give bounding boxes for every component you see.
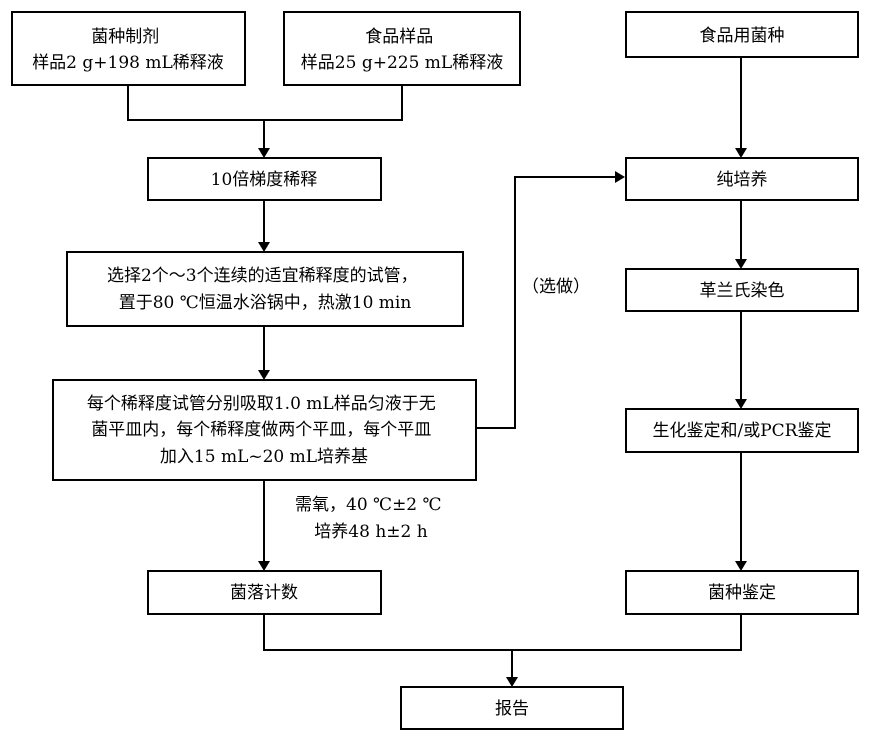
connectors [127, 57, 742, 679]
node-labels: 菌种制剂 样品2 g+198 mL稀释液 食品样品 样品25 g+225 mL稀… [32, 26, 831, 719]
label-line: 食品用菌种 [700, 26, 785, 46]
label-bacterial-prep: 菌种制剂 样品2 g+198 mL稀释液 [32, 27, 224, 73]
label-line: 10倍梯度稀释 [211, 170, 318, 190]
arrowhead-gram [735, 259, 747, 269]
label-line: 食品样品 [365, 27, 433, 47]
connector-plating-to-purification [476, 176, 617, 429]
connector-prep-to-merge [127, 85, 264, 121]
arrowhead-purification-left [615, 171, 625, 183]
edge-label-incubation: 需氧，40 ℃±2 ℃ 培养48 h±2 h [295, 495, 447, 542]
arrowhead-count [258, 561, 270, 571]
label-line: 加入15 mL~20 mL培养基 [160, 447, 368, 467]
arrowhead-heatshock [258, 242, 270, 252]
label-line: 每个稀释度试管分别吸取1.0 mL样品匀液于无 [87, 394, 436, 414]
arrowhead-purification-top [735, 148, 747, 158]
arrowhead-biochem [735, 399, 747, 409]
node-colony-count [147, 570, 382, 615]
label-line: 菌种制剂 [91, 27, 159, 47]
arrowhead-report [506, 677, 518, 687]
label-line: 需氧，40 ℃±2 ℃ [295, 495, 442, 515]
label-colony-count: 菌落计数 [230, 583, 298, 603]
label-line: 样品25 g+225 mL稀释液 [301, 53, 503, 73]
label-plating: 每个稀释度试管分别吸取1.0 mL样品匀液于无 菌平皿内，每个稀释度做两个平皿，… [87, 394, 441, 467]
node-biochem-pcr [625, 408, 859, 453]
arrowheads [258, 148, 747, 687]
arrowhead-plating [258, 370, 270, 380]
label-report: 报告 [495, 699, 529, 719]
node-purification [625, 157, 859, 201]
node-serial-dilution [147, 157, 382, 201]
label-biochem-pcr: 生化鉴定和/或PCR鉴定 [653, 421, 832, 441]
label-food-strain: 食品用菌种 [700, 26, 785, 46]
label-food-sample: 食品样品 样品25 g+225 mL稀释液 [301, 27, 503, 73]
node-strain-id [625, 570, 859, 615]
label-strain-id: 菌种鉴定 [708, 583, 776, 603]
node-bacterial-prep [11, 11, 246, 86]
connector-count-to-report [263, 614, 742, 651]
label-line: 报告 [495, 699, 529, 719]
label-line: 菌平皿内，每个稀释度做两个平皿，每个平皿 [91, 420, 431, 440]
node-gram-stain [625, 268, 859, 312]
label-line: 菌落计数 [230, 583, 298, 603]
edge-labels: （选做） 需氧，40 ℃±2 ℃ 培养48 h±2 h [295, 277, 590, 542]
arrowhead-dilution [258, 148, 270, 158]
nodes [11, 11, 859, 730]
label-line: 置于80 ℃恒温水浴锅中，热激10 min [119, 293, 412, 313]
connector-food-to-merge [264, 85, 403, 121]
node-food-strain [625, 11, 859, 58]
label-line: 菌种鉴定 [708, 583, 776, 603]
label-heat-shock: 选择2个～3个连续的适宜稀释度的试管， 置于80 ℃恒温水浴锅中，热激10 mi… [107, 266, 423, 313]
label-gram-stain: 革兰氏染色 [700, 281, 785, 301]
label-line: 培养48 h±2 h [314, 522, 427, 542]
edge-label-optional: （选做） [522, 277, 590, 297]
label-serial-dilution: 10倍梯度稀释 [211, 170, 318, 190]
node-food-sample [283, 11, 521, 86]
label-purification: 纯培养 [717, 170, 768, 190]
arrowhead-strain-id [735, 561, 747, 571]
node-plating [52, 379, 477, 481]
label-line: 生化鉴定和/或PCR鉴定 [653, 421, 832, 441]
label-line: 纯培养 [717, 170, 768, 190]
node-report [400, 686, 624, 730]
label-line: 样品2 g+198 mL稀释液 [32, 53, 224, 73]
label-line: 选择2个～3个连续的适宜稀释度的试管， [107, 266, 418, 286]
node-heat-shock [66, 251, 464, 327]
label-line: 革兰氏染色 [700, 281, 785, 301]
